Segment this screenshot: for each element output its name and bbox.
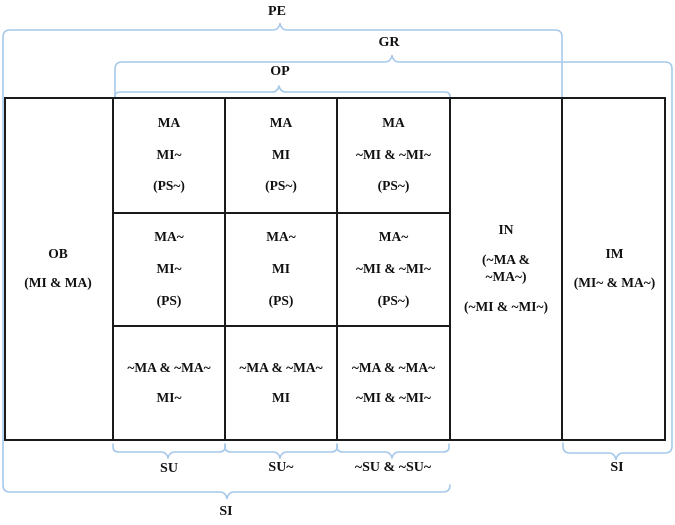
- cell-line: MI: [272, 146, 290, 162]
- label-pe: PE: [268, 4, 286, 19]
- ob-title: OB: [48, 246, 68, 262]
- cell-line: ~MI & ~MI~: [355, 389, 432, 405]
- cell-r3-c2: ~MA & ~MA~ MI: [226, 327, 336, 439]
- su-tilde-brace: [224, 443, 338, 459]
- not-su-brace: [336, 443, 450, 459]
- cell-line: MI~: [156, 389, 182, 405]
- col-line-3: [336, 97, 338, 441]
- table-border: [4, 97, 666, 441]
- in-title: IN: [498, 222, 514, 238]
- cell-line: MA~: [154, 229, 184, 245]
- cell-line: ~MI & ~MI~: [355, 146, 432, 162]
- row-line-2: [112, 325, 451, 327]
- cell-line: MI: [272, 389, 290, 405]
- label-not-su: ~SU & ~SU~: [354, 460, 432, 475]
- cell-line: MA: [269, 114, 293, 130]
- cell-line: MI~: [156, 146, 182, 162]
- in-sub2: (~MI & ~MI~): [463, 298, 549, 314]
- cell-line: (PS): [268, 292, 294, 308]
- cell-line: MA: [157, 114, 181, 130]
- label-op: OP: [270, 64, 290, 79]
- cell-r1-c3: MA ~MI & ~MI~ (PS~): [338, 99, 449, 211]
- cell-line: (PS~): [153, 178, 185, 194]
- cell-r1-c2: MA MI (PS~): [226, 99, 336, 211]
- label-si-bottom: SI: [219, 504, 233, 519]
- label-su-tilde: SU~: [268, 460, 294, 475]
- cell-line: MI~: [156, 261, 182, 277]
- su-brace: [112, 443, 226, 459]
- cell-line: ~MA & ~MA~: [239, 359, 323, 375]
- cell-line: MA~: [266, 229, 296, 245]
- row-line-1: [112, 212, 451, 214]
- cell-line: ~MA & ~MA~: [127, 359, 211, 375]
- cell-line: (PS): [156, 292, 182, 308]
- cell-line: MA~: [378, 229, 409, 245]
- cell-r2-c2: MA~ MI (PS): [226, 214, 336, 325]
- col-line-4: [449, 97, 451, 441]
- label-su: SU: [160, 461, 178, 476]
- im-title: IM: [605, 246, 624, 262]
- cell-line: (PS~): [265, 178, 297, 194]
- in-sub1-line1: (~MA &: [482, 252, 530, 268]
- cell-r1-c1: MA MI~ (PS~): [114, 99, 224, 211]
- cell-im: IM (MI~ & MA~): [563, 97, 666, 441]
- col-line-1: [112, 97, 114, 441]
- label-gr: GR: [378, 35, 400, 50]
- ob-sub: (MI & MA): [24, 275, 92, 290]
- col-line-5: [561, 97, 563, 441]
- im-sub: (MI~ & MA~): [573, 275, 656, 290]
- label-si-right: SI: [610, 460, 624, 475]
- cell-line: ~MA & ~MA~: [351, 359, 436, 375]
- cell-r3-c3: ~MA & ~MA~ ~MI & ~MI~: [338, 327, 449, 439]
- cell-line: ~MI & ~MI~: [355, 261, 432, 277]
- cell-line: MI: [272, 261, 290, 277]
- cell-line: (PS~): [377, 178, 410, 194]
- cell-r2-c3: MA~ ~MI & ~MI~ (PS~): [338, 214, 449, 325]
- cell-r2-c1: MA~ MI~ (PS): [114, 214, 224, 325]
- cell-r3-c1: ~MA & ~MA~ MI~: [114, 327, 224, 439]
- cell-line: (PS~): [377, 292, 410, 308]
- in-sub1: (~MA & ~MA~): [482, 252, 530, 286]
- in-sub1-line2: ~MA~): [485, 269, 527, 284]
- cell-ob: OB (MI & MA): [4, 97, 112, 441]
- col-line-2: [224, 97, 226, 441]
- cell-in: IN (~MA & ~MA~) (~MI & ~MI~): [451, 97, 561, 441]
- cell-line: MA: [382, 114, 405, 130]
